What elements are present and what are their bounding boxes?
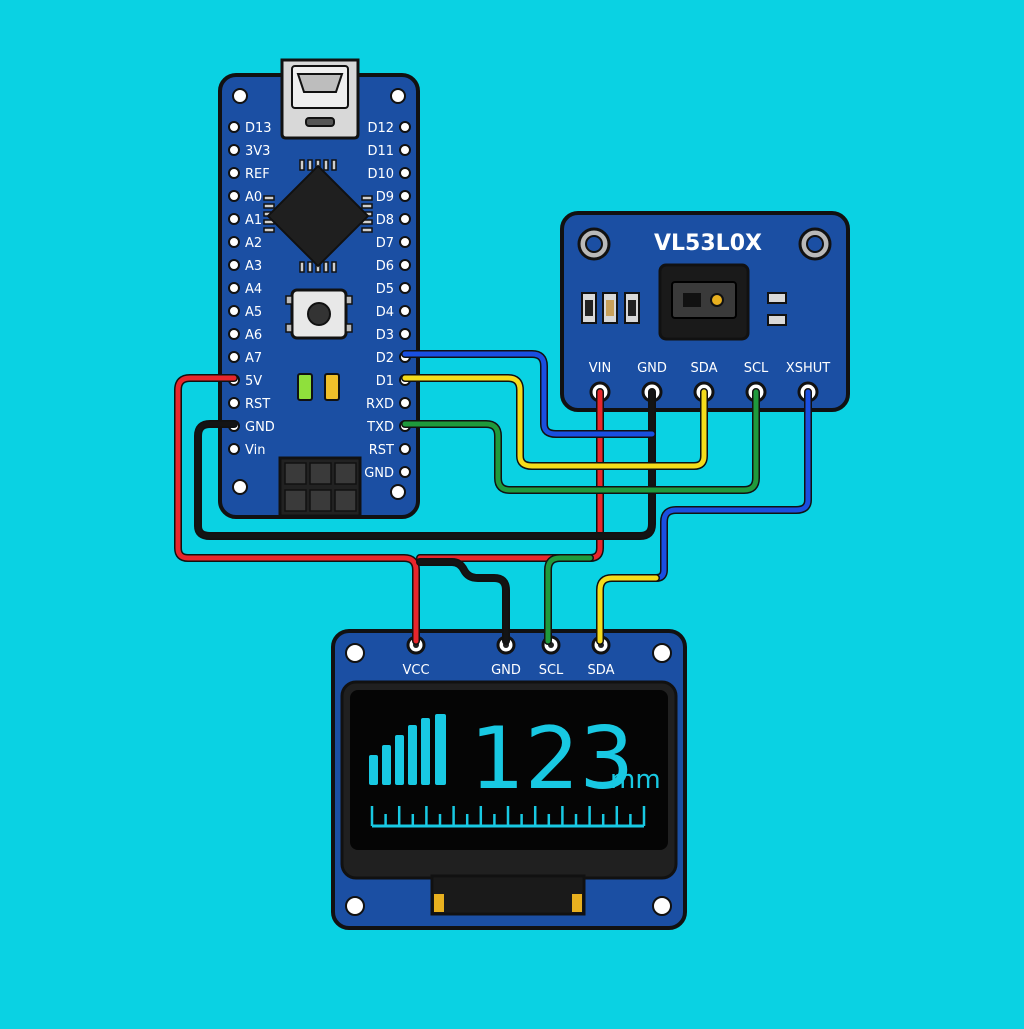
sensor-pin-row: VIN GND SDA SCL XSHUT: [589, 361, 830, 403]
nano-right-pin-label: GND: [364, 466, 394, 481]
mcu-chip-icon: [263, 159, 373, 273]
wire-yellow-d1-sda: [401, 374, 708, 645]
nano-pin-hole: [399, 259, 411, 271]
sensor-pin-label: XSHUT: [786, 361, 830, 376]
nano-right-pin-label: D2: [376, 351, 394, 366]
nano-pin-hole: [228, 259, 240, 271]
sensor-pin-label: SCL: [744, 361, 769, 376]
distance-unit: mm: [610, 765, 661, 795]
oled-pin-label: VCC: [402, 663, 429, 678]
nano-right-pin-label: RXD: [366, 397, 394, 412]
nano-pin-hole: [399, 213, 411, 225]
oled-pin-label: GND: [491, 663, 521, 678]
nano-right-pin-label: D1: [376, 374, 394, 389]
icsp-header-icon: [278, 456, 362, 518]
nano-left-pin-label: A3: [245, 259, 262, 274]
nano-pin-hole: [228, 282, 240, 294]
nano-pin-hole: [228, 121, 240, 133]
nano-pin-hole: [399, 305, 411, 317]
oled-pin-row: VCC GND SCL SDA: [402, 635, 615, 678]
smd-components-icon: [581, 292, 787, 326]
wires: [174, 350, 812, 645]
nano-pin-hole: [399, 144, 411, 156]
nano-left-pin-label: GND: [245, 420, 275, 435]
distance-scale-ruler: [370, 806, 646, 828]
nano-right-pin-label: RST: [369, 443, 394, 458]
wire-green-txd-scl: [401, 388, 760, 645]
distance-reading: 123: [470, 709, 634, 809]
nano-left-pin-label: A4: [245, 282, 262, 297]
nano-pin-hole: [399, 328, 411, 340]
nano-pin-hole: [399, 443, 411, 455]
nano-pin-hole: [228, 305, 240, 317]
nano-pin-hole: [228, 213, 240, 225]
nano-right-pin-label: D11: [367, 144, 394, 159]
led-icon: [297, 373, 340, 401]
nano-right-pin-label: D5: [376, 282, 394, 297]
nano-left-pin-label: 5V: [245, 374, 262, 389]
nano-left-pin-label: D13: [245, 121, 272, 136]
nano-right-pin-label: D3: [376, 328, 394, 343]
nano-pin-hole: [228, 397, 240, 409]
reset-button-icon: [285, 288, 353, 340]
nano-pin-hole: [228, 351, 240, 363]
nano-right-pin-label: D4: [376, 305, 394, 320]
nano-pin-hole: [399, 282, 411, 294]
nano-left-pin-label: RST: [245, 397, 270, 412]
nano-right-pin-label: D10: [367, 167, 394, 182]
nano-pin-hole: [228, 328, 240, 340]
nano-pin-hole: [399, 466, 411, 478]
nano-left-pin-label: REF: [245, 167, 270, 182]
nano-pin-hole: [228, 236, 240, 248]
wire-black-gnd: [194, 388, 656, 645]
nano-pin-hole: [228, 144, 240, 156]
nano-right-pin-label: D7: [376, 236, 394, 251]
nano-left-pin-label: A7: [245, 351, 262, 366]
oled-pin-label: SCL: [539, 663, 564, 678]
tof-sensor-chip-icon: [658, 263, 750, 341]
nano-right-pin-label: TXD: [366, 420, 394, 435]
nano-pin-hole: [228, 443, 240, 455]
oled-pin-label: SDA: [588, 663, 615, 678]
nano-right-pin-label: D8: [376, 213, 394, 228]
signal-strength-icon: [369, 714, 446, 785]
wire-blue-d2-and-xshut: [401, 350, 812, 582]
nano-left-pin-label: A1: [245, 213, 262, 228]
nano-right-pin-label: D9: [376, 190, 394, 205]
nano-left-pin-label: A0: [245, 190, 262, 205]
sensor-pin-label: VIN: [589, 361, 611, 376]
sensor-pin-label: SDA: [691, 361, 718, 376]
nano-left-pin-label: A5: [245, 305, 262, 320]
oled-display-module: 123 mm VCC GND SCL SDA: [331, 629, 687, 930]
usb-port-icon: [280, 58, 360, 140]
nano-left-pin-label: 3V3: [245, 144, 270, 159]
nano-left-pin-label: A6: [245, 328, 262, 343]
nano-pin-hole: [399, 397, 411, 409]
nano-left-pin-label: A2: [245, 236, 262, 251]
nano-pin-hole: [228, 190, 240, 202]
vl53l0x-sensor-board: VL53L0X VIN GND SDA SCL XSHUT: [560, 211, 850, 412]
nano-pin-hole: [399, 121, 411, 133]
nano-pin-hole: [399, 236, 411, 248]
nano-right-pin-label: D6: [376, 259, 394, 274]
nano-left-pin-label: Vin: [245, 443, 265, 458]
nano-pin-hole: [399, 167, 411, 179]
nano-pin-hole: [228, 167, 240, 179]
nano-pin-hole: [399, 190, 411, 202]
sensor-title: VL53L0X: [654, 231, 762, 256]
sensor-pin-label: GND: [637, 361, 667, 376]
nano-right-pin-label: D12: [367, 121, 394, 136]
